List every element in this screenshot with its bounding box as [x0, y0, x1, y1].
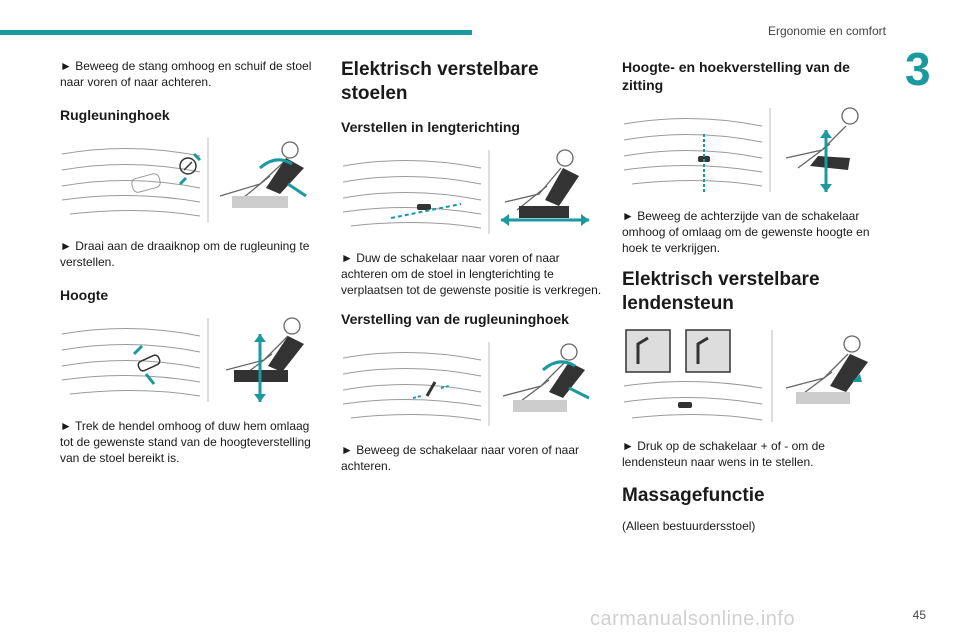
intro-text: ► Beweeg de stang omhoog en schuif de st…: [60, 59, 312, 89]
section-title: Ergonomie en comfort: [767, 24, 886, 38]
heading-massage: Massagefunctie: [622, 485, 765, 506]
backrest-text: ► Draai aan de draaiknop om de rugleunin…: [60, 239, 310, 269]
heading-backrest: Rugleuninghoek: [60, 107, 170, 123]
lumbar-text: ► Druk op de schakelaar + of - om de len…: [622, 439, 825, 469]
lumbar-illustration: [623, 329, 868, 422]
heading-backrest-electric: Verstelling van de rugleuninghoek: [341, 311, 569, 327]
column-3: Hoogte- en hoekverstelling van de zittin…: [622, 58, 880, 542]
column-2: Elektrisch verstelbare stoelen Verstelle…: [341, 58, 603, 482]
chapter-number: 3: [905, 43, 931, 95]
lumbar-plus-button-icon: [625, 329, 671, 373]
heading-height: Hoogte: [60, 287, 109, 303]
height-text: ► Trek de hendel omhoog of duw hem omlaa…: [60, 419, 311, 465]
backrest-electric-text: ► Beweeg de schakelaar naar voren of naa…: [341, 443, 580, 473]
lumbar-minus-button-icon: [685, 329, 731, 373]
heading-electric-seats: Elektrisch verstelbare stoelen: [341, 59, 539, 104]
backrest-manual-illustration: [61, 138, 307, 222]
page-number: 45: [912, 608, 926, 622]
longitudinal-illustration: [342, 149, 589, 234]
massage-text: (Alleen bestuurdersstoel): [622, 519, 756, 533]
watermark: carmanualsonline.info: [590, 608, 796, 630]
heading-cushion-height: Hoogte- en hoekverstelling van de zittin…: [622, 59, 850, 93]
column-1: ► Beweeg de stang omhoog en schuif de st…: [60, 58, 322, 474]
cushion-height-text: ► Beweeg de achterzijde van de schakelaa…: [622, 209, 870, 255]
cushion-height-illustration: [623, 107, 859, 192]
heading-longitudinal: Verstellen in lengterichting: [341, 119, 520, 135]
height-manual-illustration: [61, 317, 304, 402]
heading-lumbar: Elektrisch verstelbare lendensteun: [622, 269, 820, 314]
header-accent-bar: [0, 30, 472, 35]
longitudinal-text: ► Duw de schakelaar naar voren of naar a…: [341, 251, 602, 297]
backrest-electric-illustration: [342, 342, 590, 426]
